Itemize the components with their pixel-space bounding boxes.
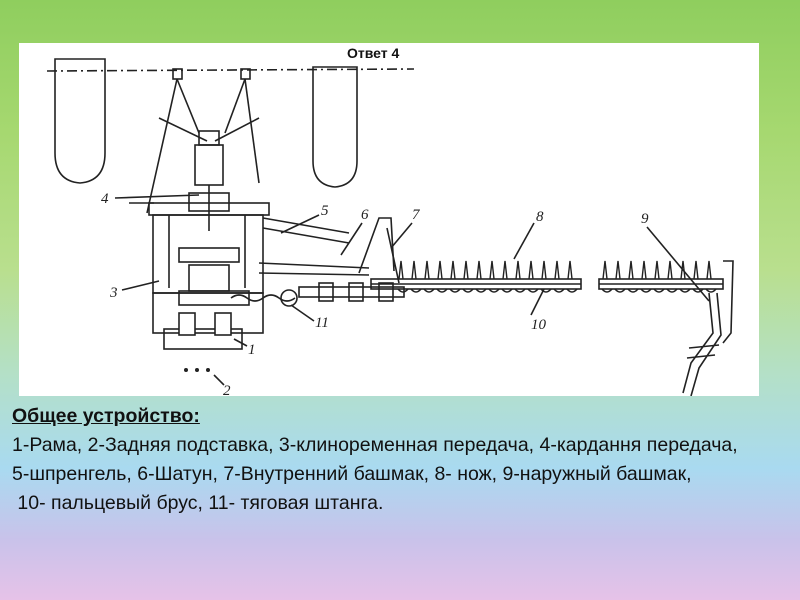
mower-diagram: 4 3 5 6 7 8 9 10 11 1 2 — [19, 43, 759, 396]
leader-1 — [233, 338, 248, 347]
knife-tooth — [411, 260, 417, 280]
axle-line — [46, 68, 415, 72]
callout-10: 10 — [531, 317, 547, 333]
finger-guard — [423, 288, 435, 293]
leader-6 — [340, 222, 363, 256]
knife-tooth — [502, 260, 508, 280]
knife-tooth — [680, 260, 686, 280]
knife-tooth — [615, 260, 621, 280]
knife-tooth — [398, 260, 404, 280]
knife-tooth — [667, 260, 673, 280]
finger-guard — [614, 288, 626, 293]
finger-guard — [462, 288, 474, 293]
caption: Общее устройство: 1-Рама, 2-Задняя подст… — [12, 402, 788, 518]
leader-11 — [290, 304, 315, 322]
callout-3: 3 — [109, 285, 118, 301]
leader-10 — [530, 288, 545, 316]
finger-guard — [488, 288, 500, 293]
knife-tooth — [463, 260, 469, 280]
caption-line-1: 1-Рама, 2-Задняя подставка, 3-клиноремен… — [12, 434, 738, 456]
finger-guard — [679, 288, 691, 293]
finger-guard — [501, 288, 513, 293]
knife-tooth — [515, 260, 521, 280]
knife-tooth — [641, 260, 647, 280]
knife-tooth — [693, 260, 699, 280]
leader-9 — [646, 226, 710, 302]
knife-tooth — [554, 260, 560, 280]
callout-1: 1 — [248, 342, 256, 358]
leader-2 — [213, 374, 225, 386]
knife-tooth — [567, 260, 573, 280]
knife-tooth — [437, 260, 443, 280]
knife-tooth — [541, 260, 547, 280]
leader-7 — [390, 222, 413, 249]
finger-guard — [553, 288, 565, 293]
callout-9: 9 — [641, 211, 649, 227]
finger-guard — [666, 288, 678, 293]
caption-line-3: 10- пальцевый брус, 11- тяговая штанга. — [12, 492, 384, 514]
leader-4 — [114, 194, 200, 199]
finger-guard — [514, 288, 526, 293]
left-wheel-shape — [54, 58, 106, 184]
finger-guard — [705, 288, 717, 293]
finger-guard — [540, 288, 552, 293]
finger-guard — [475, 288, 487, 293]
finger-guard — [692, 288, 704, 293]
knife-tooth — [706, 260, 712, 280]
right-wheel-shape — [312, 66, 358, 188]
knife-tooth — [489, 260, 495, 280]
knife-tooth — [476, 260, 482, 280]
callout-7: 7 — [412, 207, 421, 223]
callout-11: 11 — [315, 315, 329, 331]
answer-label: Ответ 4 — [347, 45, 400, 61]
finger-guard — [410, 288, 422, 293]
knife-tooth — [528, 260, 534, 280]
callout-8: 8 — [536, 209, 544, 225]
finger-guard — [436, 288, 448, 293]
diagram-svg: 4 3 5 6 7 8 9 10 11 1 2 — [46, 58, 734, 396]
callout-5: 5 — [321, 203, 329, 219]
finger-guard — [640, 288, 652, 293]
knife-tooth — [602, 260, 608, 280]
knife-tooth — [654, 260, 660, 280]
knife-tooth — [450, 260, 456, 280]
finger-guard — [566, 288, 578, 293]
callout-2: 2 — [223, 383, 231, 396]
finger-guard — [653, 288, 665, 293]
finger-guard — [527, 288, 539, 293]
callout-6: 6 — [361, 207, 369, 223]
leader-8 — [513, 222, 535, 260]
finger-guard — [449, 288, 461, 293]
knife-teeth — [397, 260, 717, 293]
finger-guard — [627, 288, 639, 293]
leader-5 — [280, 214, 320, 234]
caption-heading: Общее устройство: — [12, 405, 200, 427]
knife-tooth — [424, 260, 430, 280]
finger-guard — [397, 288, 409, 293]
callout-4: 4 — [101, 191, 109, 207]
leader-3 — [121, 280, 160, 291]
caption-line-2: 5-шпренгель, 6-Шатун, 7-Внутренний башма… — [12, 463, 692, 485]
knife-tooth — [628, 260, 634, 280]
finger-guard — [601, 288, 613, 293]
